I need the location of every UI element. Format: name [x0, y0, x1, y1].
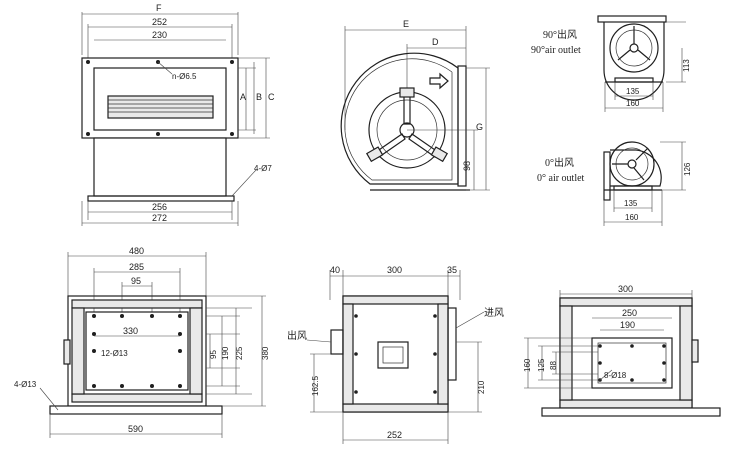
dim-113: 113 — [682, 59, 691, 72]
dim-126: 126 — [683, 162, 692, 176]
dim-210: 210 — [477, 380, 486, 394]
label-outlet0-en: 0° air outlet — [537, 173, 585, 184]
view-outlet-0: 0°出风 0° air outlet 126 135 160 — [537, 141, 692, 226]
dim-225: 225 — [235, 346, 244, 360]
view-front-flange: F 252 230 n-Ø6.5 — [81, 3, 275, 226]
label-c: C — [268, 92, 275, 102]
dim-35: 35 — [447, 265, 457, 275]
note-12-holes: 12-Ø13 — [101, 349, 128, 358]
view-cabinet-front: 480 285 95 330 12-Ø13 — [14, 246, 270, 438]
dim-160-rear: 160 — [523, 358, 532, 372]
dim-300-rear: 300 — [618, 284, 633, 294]
dim-162-5: 162.5 — [311, 375, 320, 396]
dim-252-top: 252 — [152, 17, 167, 27]
dim-40: 40 — [330, 265, 340, 275]
note-corner-holes-13: 4-Ø13 — [14, 380, 37, 389]
view-outlet-90: 90°出风 90°air outlet 113 135 160 — [531, 15, 691, 112]
label-a: A — [240, 92, 246, 102]
dim-160-90: 160 — [626, 99, 640, 108]
dim-250: 250 — [622, 308, 637, 318]
dim-135-90: 135 — [626, 87, 640, 96]
label-inlet: 进风 — [484, 307, 504, 319]
view-cabinet-side: 40 300 35 出风 进风 162.5 210 — [287, 265, 504, 444]
label-e: E — [403, 19, 409, 29]
impeller-blades — [107, 95, 214, 119]
dim-480: 480 — [129, 246, 144, 256]
dim-190: 190 — [221, 346, 230, 360]
dim-125: 125 — [537, 358, 546, 372]
label-outlet90-en: 90°air outlet — [531, 45, 581, 56]
dim-95: 95 — [131, 276, 141, 286]
dim-88: 88 — [549, 361, 558, 370]
dim-590: 590 — [128, 424, 143, 434]
view-side-scroll: E D G 98 — [340, 19, 490, 191]
dim-190-rear: 190 — [620, 320, 635, 330]
dim-160-0: 160 — [625, 213, 639, 222]
dim-135-0: 135 — [624, 199, 638, 208]
label-f: F — [156, 3, 162, 13]
label-outlet0-cn: 0°出风 — [545, 156, 574, 169]
label-outlet90-cn: 90°出风 — [543, 28, 577, 41]
dim-252-bottom: 252 — [387, 430, 402, 440]
note-8-holes: 8-Ø18 — [604, 371, 627, 380]
dim-330: 330 — [123, 326, 138, 336]
view-cabinet-rear: 300 250 190 160 125 88 8-Ø — [523, 284, 721, 417]
dim-98: 98 — [462, 161, 472, 171]
dim-380: 380 — [261, 346, 270, 360]
label-b: B — [256, 92, 262, 102]
label-d: D — [432, 37, 439, 47]
note-corner-holes: 4-Ø7 — [254, 164, 272, 173]
dim-256: 256 — [152, 202, 167, 212]
dim-230: 230 — [152, 30, 167, 40]
note-n-hole: n-Ø6.5 — [172, 72, 197, 81]
dim-300-side: 300 — [387, 265, 402, 275]
dim-95-vertical: 95 — [209, 350, 218, 359]
dim-272: 272 — [152, 213, 167, 223]
label-g: G — [476, 122, 483, 132]
label-outlet: 出风 — [287, 329, 307, 342]
dim-285: 285 — [129, 262, 144, 272]
